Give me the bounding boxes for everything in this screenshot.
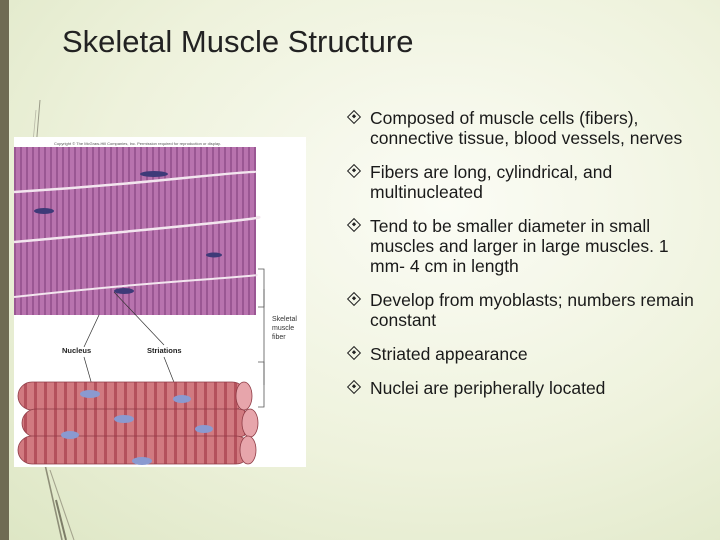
fiber-nucleus: [195, 425, 213, 433]
bullet-text: Nuclei are peripherally located: [370, 378, 606, 398]
micrograph-nucleus: [114, 288, 134, 294]
bullet-list: Composed of muscle cells (fibers), conne…: [345, 108, 705, 412]
diamond-bullet-icon: [346, 163, 362, 179]
bullet-text: Tend to be smaller diameter in small mus…: [370, 216, 669, 276]
leader-line: [113, 291, 165, 346]
diamond-bullet-icon: [346, 109, 362, 125]
fiber-nucleus: [132, 457, 152, 465]
diamond-bullet-icon: [346, 345, 362, 361]
bullet-item: Nuclei are peripherally located: [345, 378, 705, 398]
fiber-bracket: [258, 361, 265, 408]
muscle-figure: Copyright © The McGraw-Hill Companies, I…: [13, 137, 306, 467]
label-fiber: fiber: [272, 334, 286, 341]
figure-copyright: Copyright © The McGraw-Hill Companies, I…: [54, 141, 221, 146]
fiber-nucleus: [80, 390, 100, 398]
label-striations: Striations: [147, 346, 182, 355]
bullet-text: Develop from myoblasts; numbers remain c…: [370, 290, 694, 330]
bullet-text: Composed of muscle cells (fibers), conne…: [370, 108, 683, 148]
diamond-bullet-icon: [346, 291, 362, 307]
fiber-nucleus: [173, 395, 191, 403]
fiber-nucleus: [114, 415, 134, 423]
micrograph-nucleus: [140, 171, 168, 177]
bullet-item: Striated appearance: [345, 344, 705, 364]
bullet-item: Tend to be smaller diameter in small mus…: [345, 216, 705, 276]
label-skeletal: Skeletal: [272, 316, 297, 323]
slide-title: Skeletal Muscle Structure: [62, 24, 414, 59]
label-muscle: muscle: [272, 325, 294, 332]
fiber-bracket: [258, 268, 265, 308]
fiber-illustration: [17, 381, 259, 465]
bullet-item: Develop from myoblasts; numbers remain c…: [345, 290, 705, 330]
bullet-item: Composed of muscle cells (fibers), conne…: [345, 108, 705, 148]
bullet-text: Striated appearance: [370, 344, 528, 364]
bullet-item: Fibers are long, cylindrical, and multin…: [345, 162, 705, 202]
micrograph: [13, 147, 261, 315]
micrograph-nucleus: [206, 252, 222, 258]
diamond-bullet-icon: [346, 217, 362, 233]
diamond-bullet-icon: [346, 379, 362, 395]
micrograph-nucleus: [34, 208, 54, 214]
bullet-text: Fibers are long, cylindrical, and multin…: [370, 162, 613, 202]
fiber-nucleus: [61, 431, 79, 439]
label-nucleus: Nucleus: [62, 346, 91, 355]
leader-line: [83, 314, 100, 348]
left-accent-bar: [0, 0, 9, 540]
